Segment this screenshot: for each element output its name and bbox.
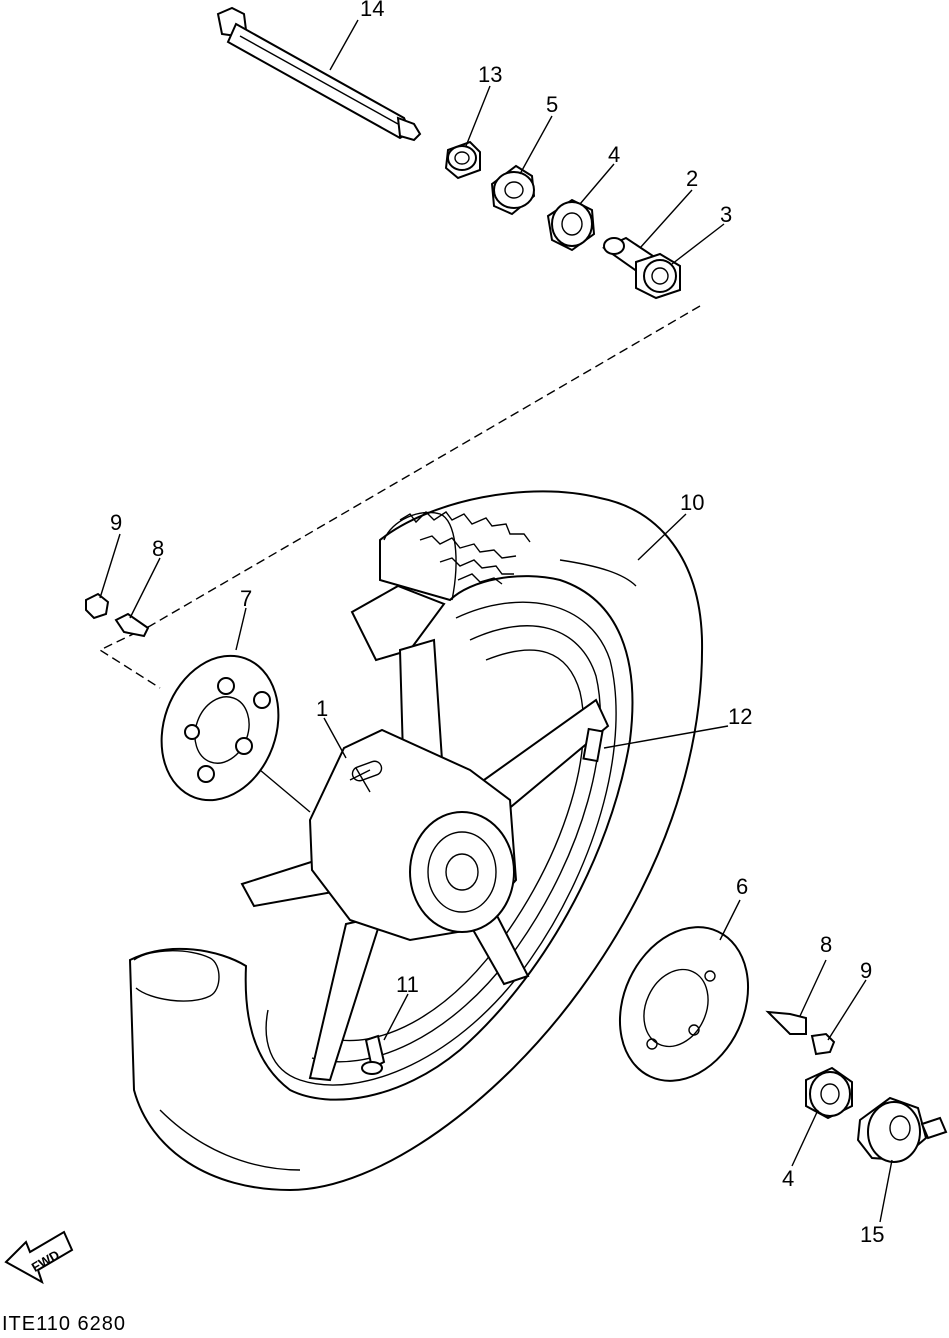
nut-part-9-left [85,592,110,620]
meter-gear-unit-part-15 [856,1096,948,1163]
collar-part-3 [635,252,681,300]
brake-disc-part-7 [160,654,280,802]
bolt-part-8-right [765,1010,807,1035]
cast-wheel-rim [240,584,617,1086]
label-part-13: 13 [478,62,502,87]
label-part-2: 2 [686,166,698,191]
label-part-6: 6 [736,874,748,899]
collar-part-13 [444,140,481,180]
label-part-8-left: 8 [152,536,164,561]
axle-part-14 [216,6,422,142]
drawing-code: ITE110 6280 [2,1313,126,1335]
label-part-5: 5 [546,92,558,117]
balance-weight-part-12 [582,727,604,763]
label-part-4-upper: 4 [608,142,620,167]
label-part-9-left: 9 [110,510,122,535]
hub-part-1 [308,728,518,942]
fwd-arrow-icon: FWD [4,1230,74,1285]
label-part-11: 11 [396,972,419,997]
label-part-4-lower: 4 [782,1166,794,1191]
brake-disc-part-6 [618,926,750,1082]
bearing-part-4-lower [805,1066,853,1120]
bearing-part-4-upper [546,198,596,252]
label-part-15: 15 [860,1222,884,1247]
leader-lines [99,19,893,1223]
tire-part-10 [128,490,704,1192]
label-part-8-right: 8 [820,932,832,957]
label-part-7: 7 [240,586,252,611]
label-part-12: 12 [728,704,752,729]
valve-part-11 [361,1034,386,1075]
bolt-part-8-left [114,612,150,638]
label-part-10: 10 [680,490,704,515]
label-part-3: 3 [720,202,732,227]
label-part-9-right: 9 [860,958,872,983]
label-part-1: 1 [316,696,328,721]
oil-seal-part-5 [490,164,536,216]
label-part-14: 14 [360,0,384,21]
